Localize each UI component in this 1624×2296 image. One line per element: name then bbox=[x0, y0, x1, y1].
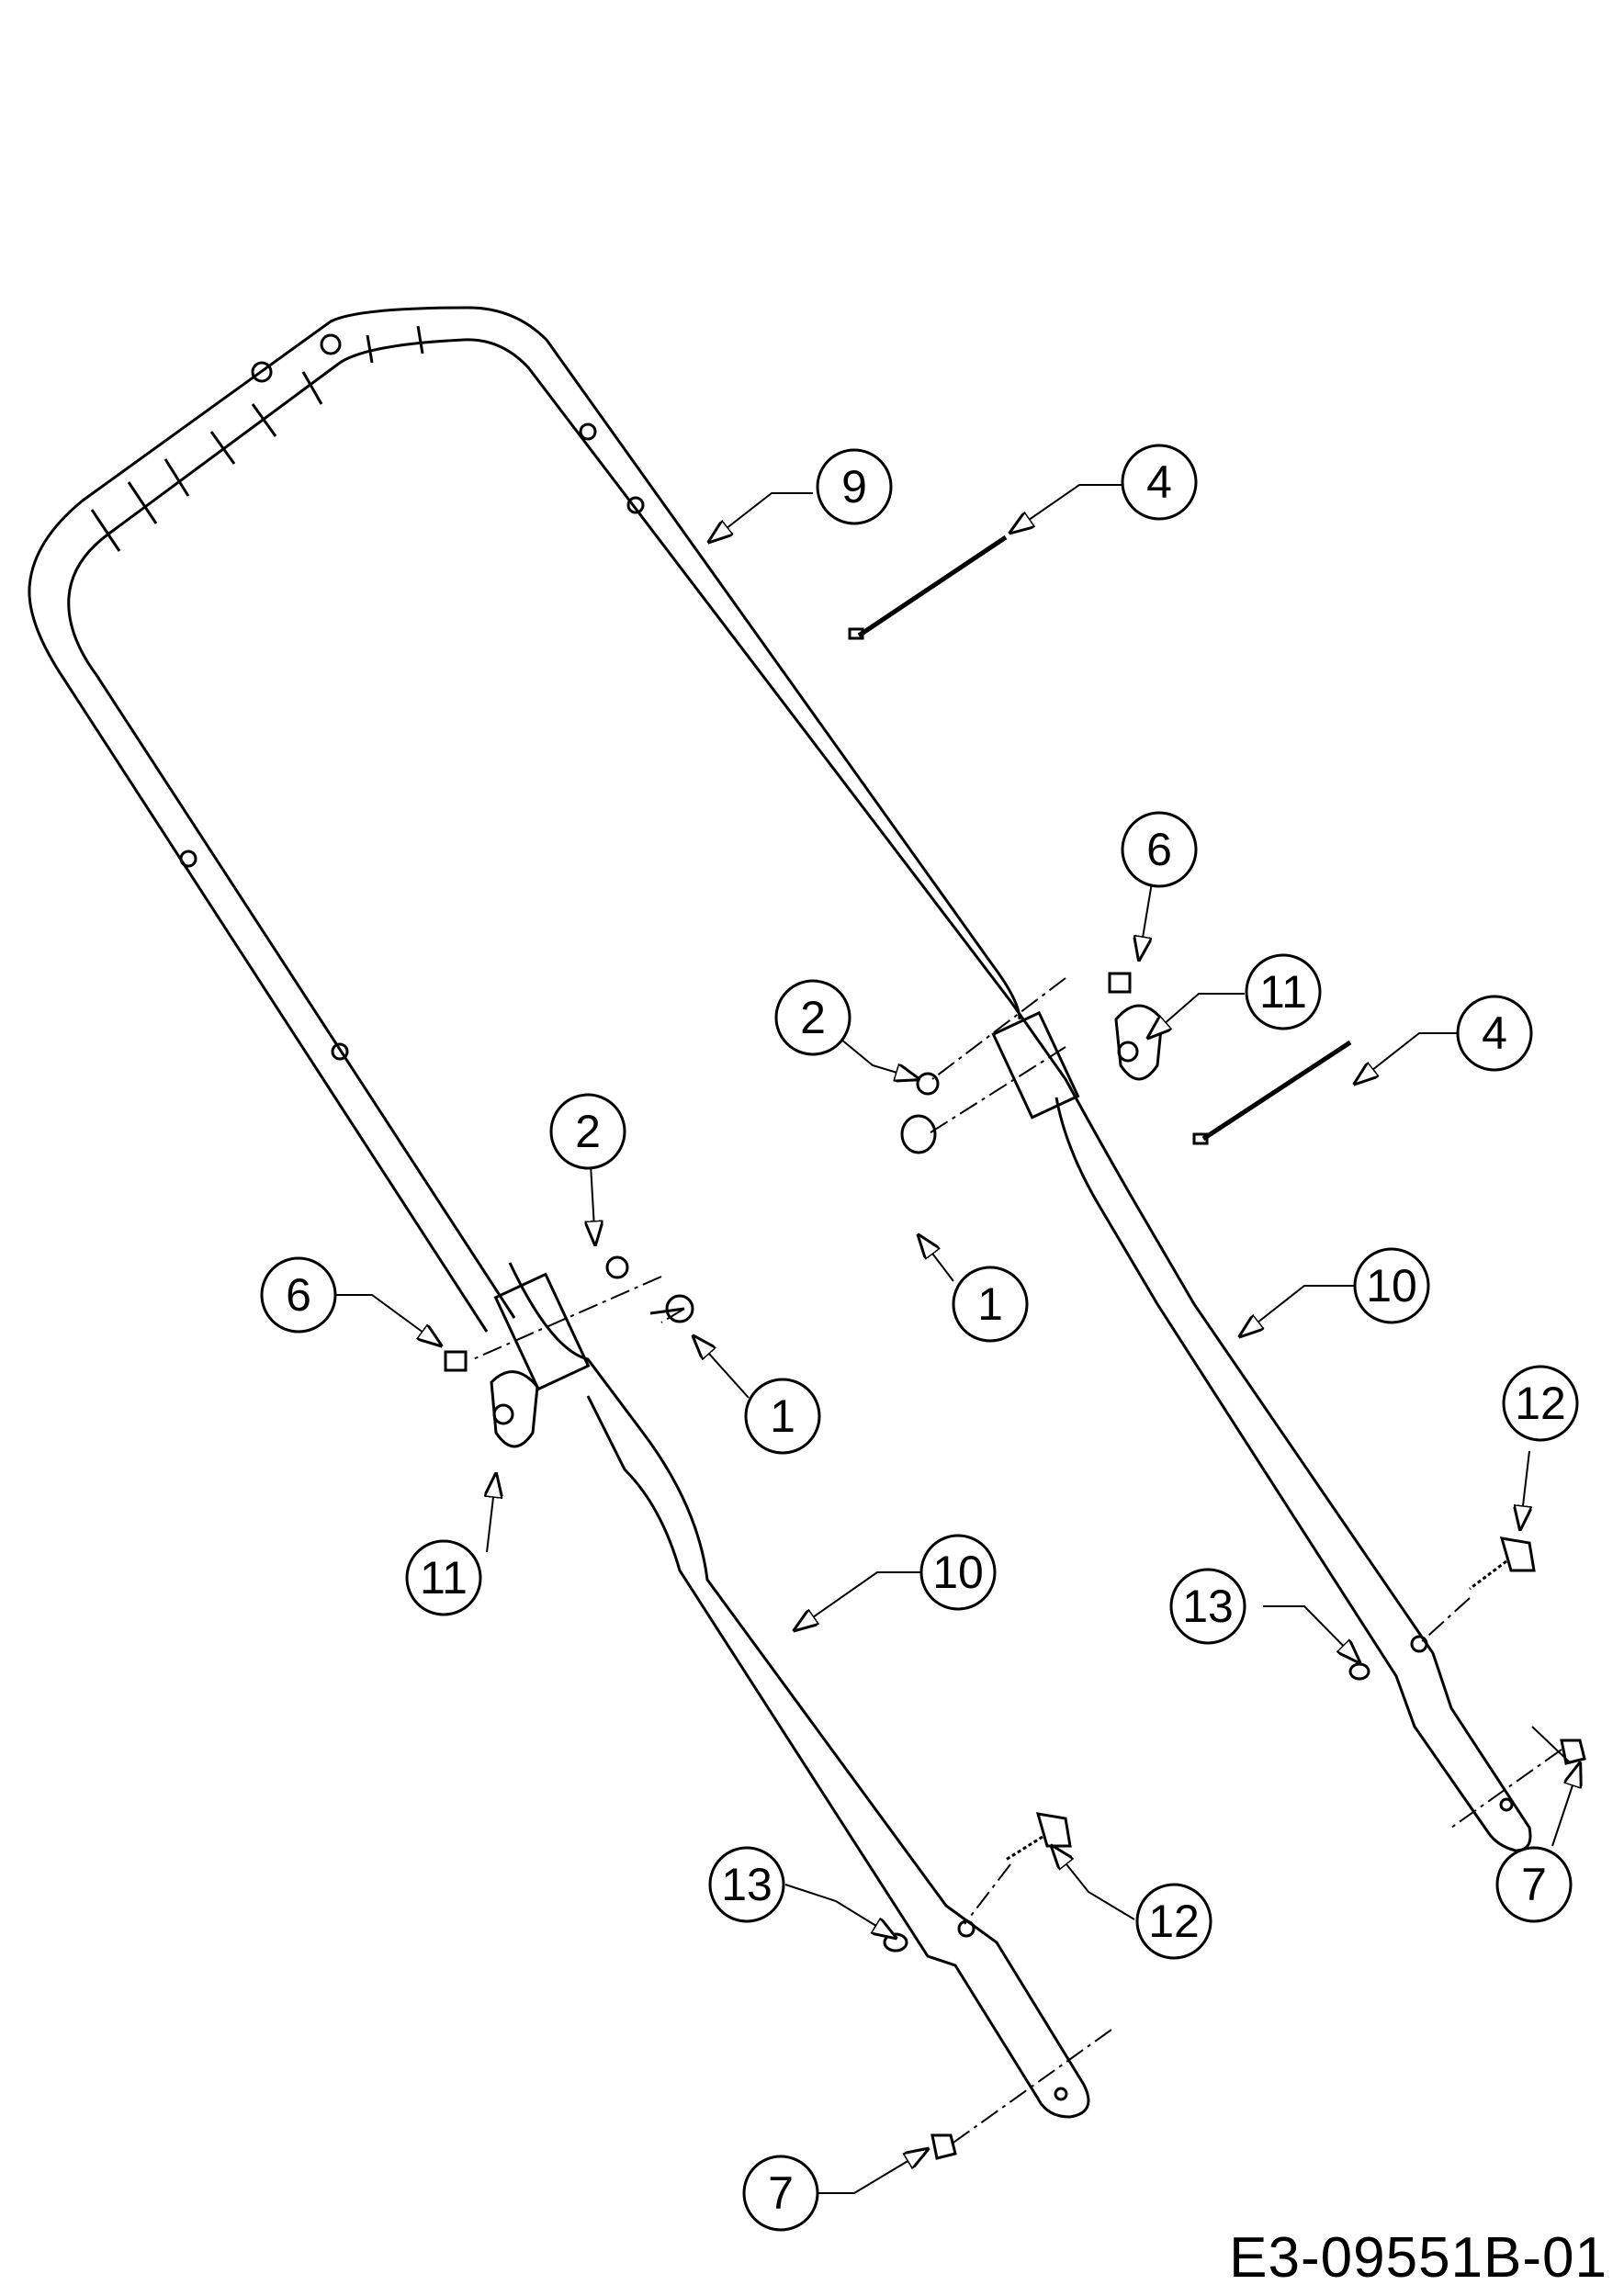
callout-2-right: 2 bbox=[774, 979, 851, 1056]
callout-circle bbox=[774, 979, 851, 1056]
callout-number: 10 bbox=[932, 1547, 984, 1598]
callout-circle bbox=[1353, 1247, 1430, 1324]
callout-circle bbox=[952, 1266, 1029, 1343]
callout-circle bbox=[1456, 995, 1533, 1072]
callout-11-right: 11 bbox=[1245, 953, 1322, 1030]
callout-1-right: 1 bbox=[952, 1266, 1029, 1343]
callout-13-left: 13 bbox=[708, 1846, 785, 1923]
callout-number: 7 bbox=[1521, 1859, 1547, 1910]
callout-circle bbox=[260, 1256, 337, 1334]
upper-handle-frame bbox=[28, 306, 1021, 1333]
callout-leaders bbox=[335, 484, 1580, 2194]
callout-12-left: 12 bbox=[1135, 1883, 1212, 1960]
callout-circle bbox=[405, 1539, 482, 1616]
callout-number: 10 bbox=[1366, 1260, 1417, 1311]
callout-circle bbox=[1121, 811, 1198, 888]
callout-7-right: 7 bbox=[1495, 1846, 1573, 1923]
lower-handle-right bbox=[991, 1000, 1532, 1852]
callout-circle bbox=[742, 2155, 819, 2232]
callout-12-right: 12 bbox=[1502, 1365, 1579, 1442]
hardware-parts bbox=[444, 535, 1586, 2160]
callout-circle bbox=[1495, 1846, 1573, 1923]
callout-1-left: 1 bbox=[744, 1378, 821, 1455]
callout-number: 6 bbox=[286, 1269, 311, 1321]
callout-number: 13 bbox=[1182, 1581, 1234, 1632]
callout-6-right: 6 bbox=[1121, 811, 1198, 888]
callout-number: 2 bbox=[800, 992, 826, 1043]
callout-4-right: 4 bbox=[1456, 995, 1533, 1072]
callout-number: 2 bbox=[575, 1106, 601, 1157]
callout-13-right: 13 bbox=[1169, 1568, 1246, 1645]
callout-number: 1 bbox=[977, 1278, 1003, 1330]
callout-circle bbox=[1135, 1883, 1212, 1960]
callout-circle bbox=[919, 1534, 997, 1611]
callout-circle bbox=[1169, 1568, 1246, 1645]
lower-handle-left bbox=[493, 1262, 1090, 2119]
callout-10-left: 10 bbox=[919, 1534, 997, 1611]
callout-4-top: 4 bbox=[1121, 444, 1198, 521]
callout-circle bbox=[1245, 953, 1322, 1030]
callout-number: 13 bbox=[721, 1859, 773, 1910]
callout-number: 11 bbox=[420, 1552, 468, 1604]
callout-number: 7 bbox=[768, 2167, 794, 2219]
callout-number: 4 bbox=[1146, 456, 1172, 508]
callout-number: 4 bbox=[1482, 1007, 1507, 1059]
callout-number: 1 bbox=[770, 1390, 795, 1442]
callout-10-right: 10 bbox=[1353, 1247, 1430, 1324]
callout-7-left: 7 bbox=[742, 2155, 819, 2232]
callout-11-left: 11 bbox=[405, 1539, 482, 1616]
callout-circle bbox=[708, 1846, 785, 1923]
drawing-number: E3-09551B-01 bbox=[1229, 2226, 1607, 2290]
callout-circle bbox=[1502, 1365, 1579, 1442]
callout-6-left: 6 bbox=[260, 1256, 337, 1334]
callout-number: 12 bbox=[1515, 1378, 1566, 1429]
callout-2-left: 2 bbox=[549, 1093, 626, 1170]
callout-number: 11 bbox=[1259, 966, 1307, 1018]
callout-circle bbox=[549, 1093, 626, 1170]
callout-circle bbox=[744, 1378, 821, 1455]
callout-number: 12 bbox=[1148, 1896, 1200, 1947]
callout-number: 9 bbox=[841, 461, 867, 512]
callout-circle bbox=[1121, 444, 1198, 521]
callout-9: 9 bbox=[816, 448, 893, 525]
callout-number: 6 bbox=[1146, 824, 1172, 875]
callout-circle bbox=[816, 448, 893, 525]
